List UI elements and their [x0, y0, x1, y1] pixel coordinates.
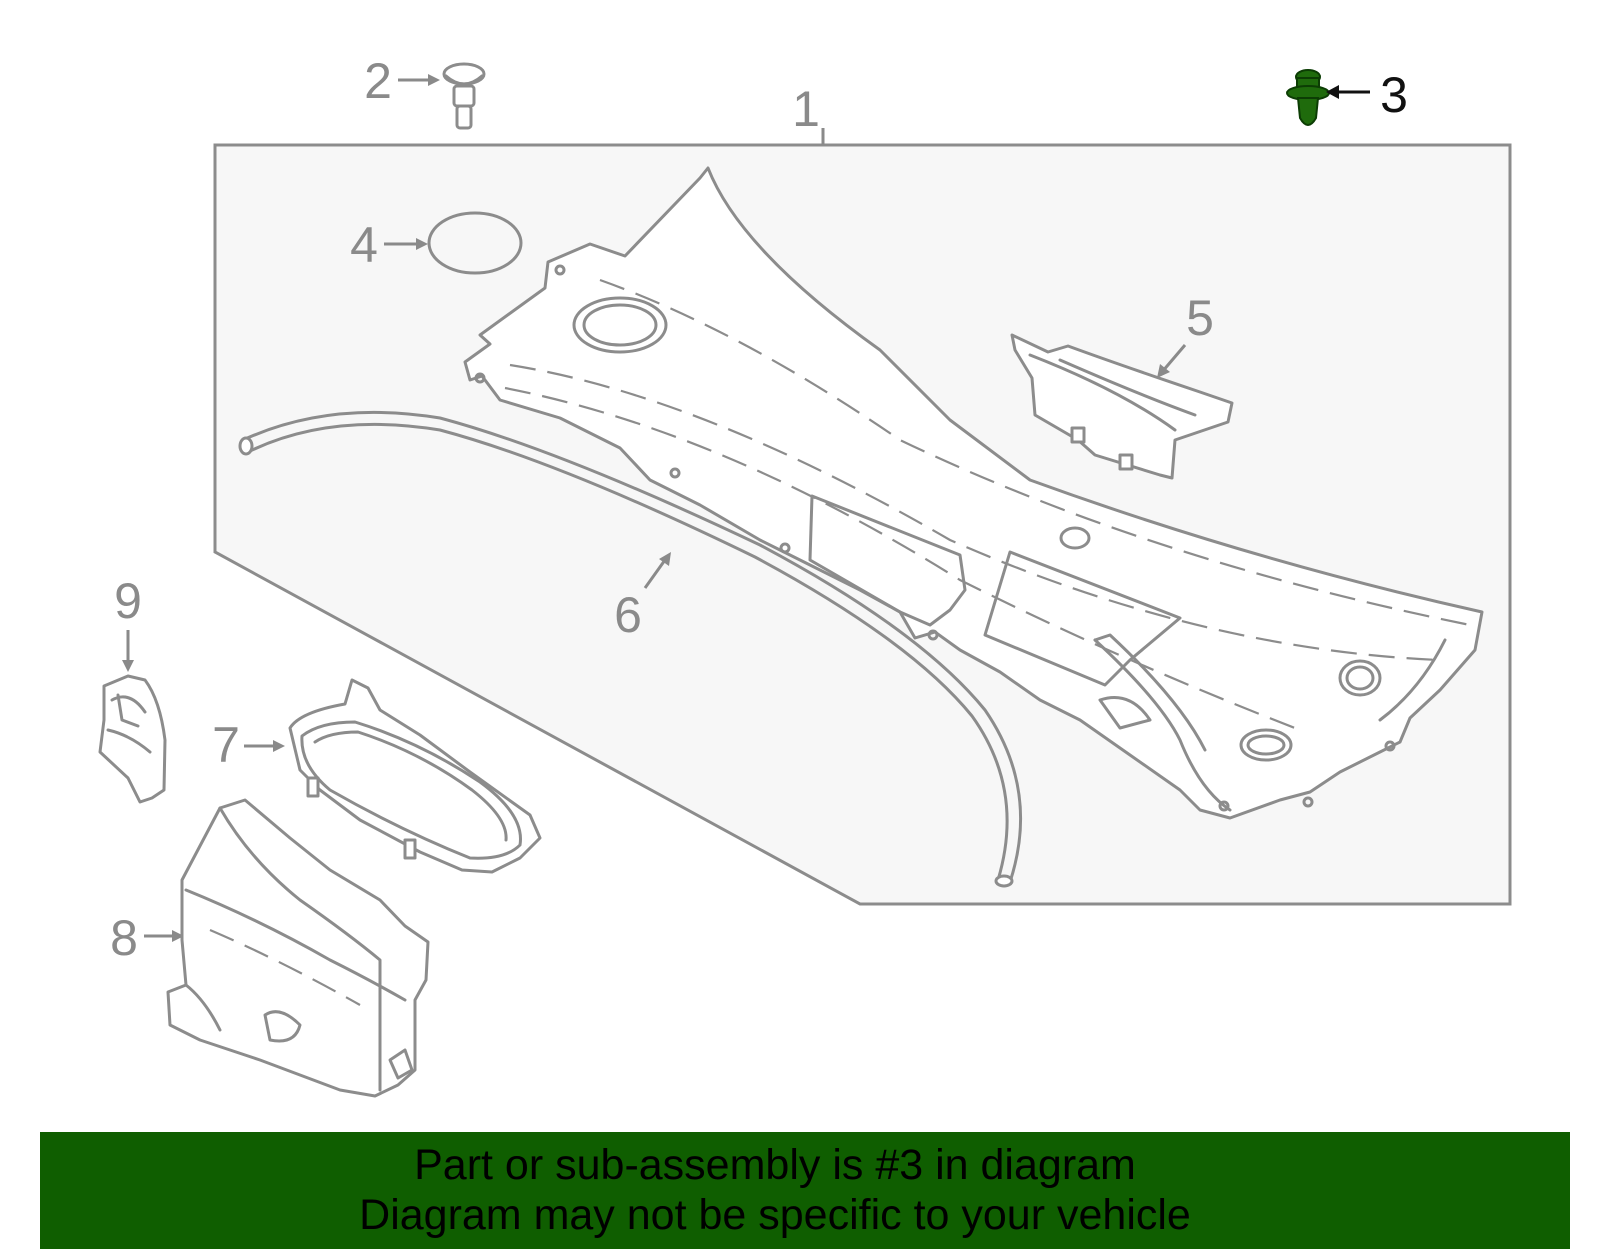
arrow-5 — [1157, 344, 1187, 378]
arrow-8 — [144, 930, 184, 942]
banner-line-part-number: Part or sub-assembly is #3 in diagram — [414, 1141, 1136, 1189]
callout-5[interactable]: 5 — [1186, 290, 1214, 346]
callout-2[interactable]: 2 — [364, 53, 392, 109]
arrow-3 — [1326, 85, 1370, 99]
callout-3[interactable]: 3 — [1380, 67, 1408, 123]
arrow-7 — [244, 740, 285, 752]
callout-7[interactable]: 7 — [212, 717, 240, 773]
banner-line-disclaimer: Diagram may not be specific to your vehi… — [359, 1191, 1191, 1239]
info-banner: Part or sub-assembly is #3 in diagram Di… — [40, 1132, 1570, 1249]
part-1-cowl-panel[interactable] — [463, 166, 1484, 820]
part-7-duct-seal[interactable] — [288, 678, 542, 874]
part-3-clip[interactable] — [1286, 69, 1330, 126]
part-5-cover[interactable] — [1010, 333, 1234, 480]
callout-1[interactable]: 1 — [792, 81, 820, 137]
part-6-weatherstrip[interactable] — [238, 410, 1023, 888]
part-4-o-ring[interactable] — [427, 211, 523, 275]
arrow-6 — [643, 552, 671, 589]
part-2-push-pin[interactable] — [442, 62, 486, 130]
part-8-cover-box[interactable] — [166, 798, 430, 1098]
callout-6[interactable]: 6 — [614, 587, 642, 643]
arrow-9 — [122, 630, 134, 672]
arrow-4 — [384, 238, 428, 250]
parts-diagram: 1 2 3 4 — [98, 53, 1512, 1098]
callout-9[interactable]: 9 — [114, 573, 142, 629]
part-9-bracket[interactable] — [98, 674, 167, 804]
callout-8[interactable]: 8 — [110, 910, 138, 966]
callout-4[interactable]: 4 — [350, 217, 378, 273]
arrow-2 — [398, 74, 440, 86]
